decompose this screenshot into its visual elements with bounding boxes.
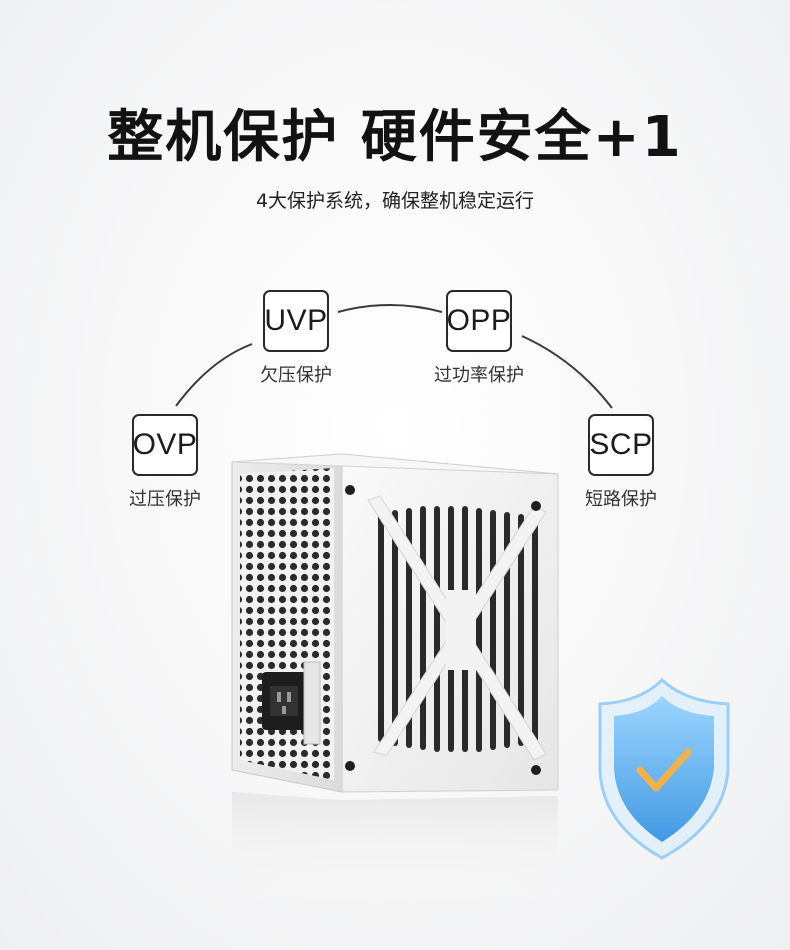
ovp-label: 过压保护: [129, 489, 201, 510]
shield-check-icon: [598, 677, 730, 860]
psu-image: [231, 453, 730, 910]
page-title: 整机保护 硬件安全+1: [107, 105, 683, 170]
scp-label: 短路保护: [585, 489, 657, 510]
page-subtitle: 4大保护系统，确保整机稳定运行: [255, 190, 535, 212]
opp-label: 过功率保护: [434, 365, 524, 386]
scp-badge: SCP: [588, 414, 654, 476]
uvp-label: 欠压保护: [260, 365, 332, 386]
uvp-badge: UVP: [263, 290, 329, 352]
opp-badge: OPP: [446, 290, 512, 352]
ovp-badge: OVP: [132, 414, 198, 476]
